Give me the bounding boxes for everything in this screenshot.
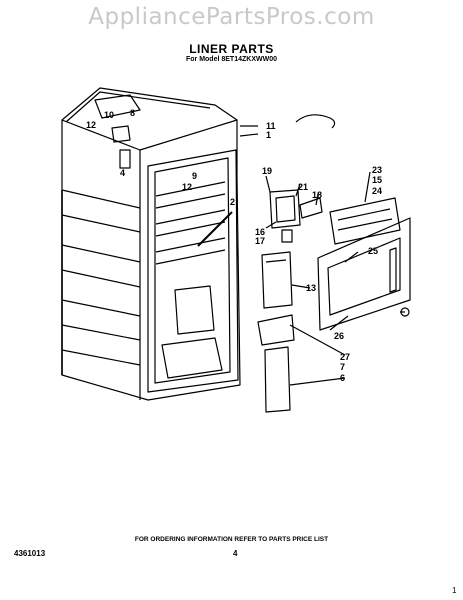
rod-part-2 [197,211,233,247]
callout-2: 2 [230,197,235,207]
cabinet-liner [61,87,241,401]
callout-23: 23 [372,165,382,175]
callout-10: 10 [104,110,114,120]
callout-8: 8 [130,108,135,118]
callout-17: 17 [255,236,265,246]
callout-13: 13 [306,283,316,293]
page-number: 4 [233,549,238,558]
callout-11: 11 [266,121,276,131]
callout-12: 12 [86,120,96,130]
mounting-bracket [329,197,401,245]
callout-9: 9 [192,171,197,181]
callout-4: 4 [120,168,125,178]
callout-12-b: 12 [182,182,192,192]
page-title: LINER PARTS [189,42,274,56]
callout-1: 1 [266,130,271,140]
callout-25: 25 [368,246,378,256]
callout-26: 26 [334,331,344,341]
wire-part-11 [295,114,336,129]
corner-number: 1 [452,586,457,595]
callout-6: 6 [340,373,345,383]
part-27 [257,314,295,346]
callout-7: 7 [340,362,345,372]
callout-24: 24 [372,186,382,196]
callout-18: 18 [312,190,322,200]
model-subtitle: For Model 8ET14ZKXWW00 [185,56,277,63]
ordering-note: FOR ORDERING INFORMATION REFER TO PARTS … [134,536,329,543]
callout-19: 19 [262,166,272,176]
rear-panel [317,217,411,331]
callout-27: 27 [340,352,350,362]
callout-21: 21 [298,182,308,192]
callout-15: 15 [372,175,382,185]
control-assembly [269,189,323,243]
callout-16: 16 [255,227,265,237]
cover-part-13 [261,251,293,309]
strip-part-6 [264,346,291,413]
watermark: AppliancePartsPros.com [88,4,375,30]
document-number: 4361013 [14,549,46,558]
